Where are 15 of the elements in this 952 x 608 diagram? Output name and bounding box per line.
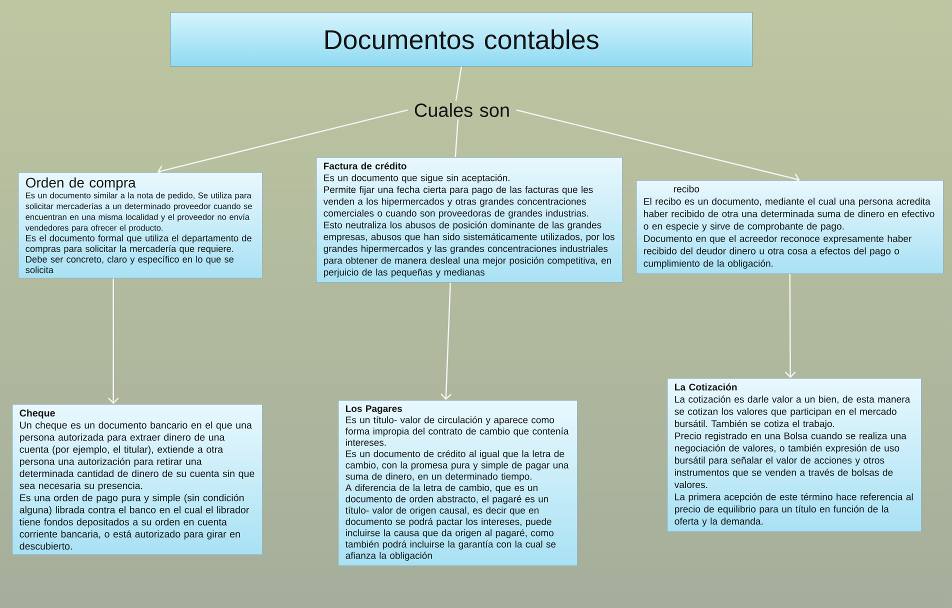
concept-box: recibo El recibo es un documento, mediante el cual una persona acredita haber recibido de otra una determinada suma de dinero en efectivo o en especie y sirve de comprobante de pago. Documento en que el acreedor reconoce expresamente haber recibido del deudor dinero u otra cosa a efectos del pago o cumplimiento de la obligación. <box>636 180 944 274</box>
arrow <box>440 282 452 400</box>
concept-box: Orden de compra Es un documento similar a la nota de pedido, Se utiliza para solicitar mercaderías a un determinado proveedor cuando se encuentran en una misma localidad y el proveedor no envía vendedores para ofrecer el producto. Es el documento formal que utiliza el departamento de compras para solicitar la mercadería que requiere. Debe ser concreto, claro y específico en lo que se solicita <box>18 172 263 279</box>
concept-box: Factura de crédito Es un documento que sigue sin aceptación. Permite fijar una fecha cierta para pago de las facturas que les venden a los hipermercados y otras grandes concentraciones comerciales o cuando son proveedoras de grandes industrias. Esto neutraliza los abusos de posición dominante de las grandes empresas, abusos que han sido sistemáticamente utilizados, por los grandes hipermercados y las grandes concentraciones industriales para obtener de manera desleal una mejor posición competitiva, en perjuicio de las pequeñas y medianas <box>316 157 623 283</box>
concept-box: La Cotización La cotización es darle valor a un bien, de esta manera se cotizan los valores que participan en el mercado bursátil. También se cotiza el trabajo. Precio registrado en una Bolsa cuando se realiza una negociación de valores, o también expresión de uso bursátil para señalar el valor de acciones y otros instrumentos que se venden a través de bolsas de valores. La primera acepción de este término hace referencia al precio de equilibrio para un título en función de la oferta y la demanda. <box>667 378 922 532</box>
title-box: Documentos contables <box>170 12 753 67</box>
concept-box: Cheque Un cheque es un documento bancario en el que una persona autorizada para extraer dinero de una cuenta (por ejemplo, el titular), extiende a otra persona una autorización para retirar una determinada cantidad de dinero de su cuenta sin que sea necesaria su presencia. Es una orden de pago pura y simple (sin condición alguna) librada contra el banco en el cual el librador tiene fondos depositados a su orden en cuenta corriente bancaria, o está autorizado para girar en descubierto. <box>12 404 263 555</box>
connector-line <box>454 119 459 158</box>
linking-text: Cuales son <box>414 103 509 117</box>
connector-line <box>455 66 462 101</box>
concept-box: Los Pagares Es un título- valor de circulación y aparece como forma impropia del contrato de cambio que contenía intereses. Es un documento de crédito al igual que la letra de cambio, con la promesa pura y simple de pagar una suma de dinero, en un determinado tiempo. A diferencia de la letra de cambio, que es un documento de orden abstracto, el pagaré es un título- valor de origen causal, es decir que en documento se podrá pactar los intereses, puede incluirse la causa que da origen al pagaré, como también podrá incluirse la garantía con la cual se afianza la obligación <box>338 400 578 566</box>
arrow <box>516 109 800 184</box>
arrow <box>784 274 796 378</box>
arrow <box>157 109 408 176</box>
arrow <box>108 278 119 404</box>
